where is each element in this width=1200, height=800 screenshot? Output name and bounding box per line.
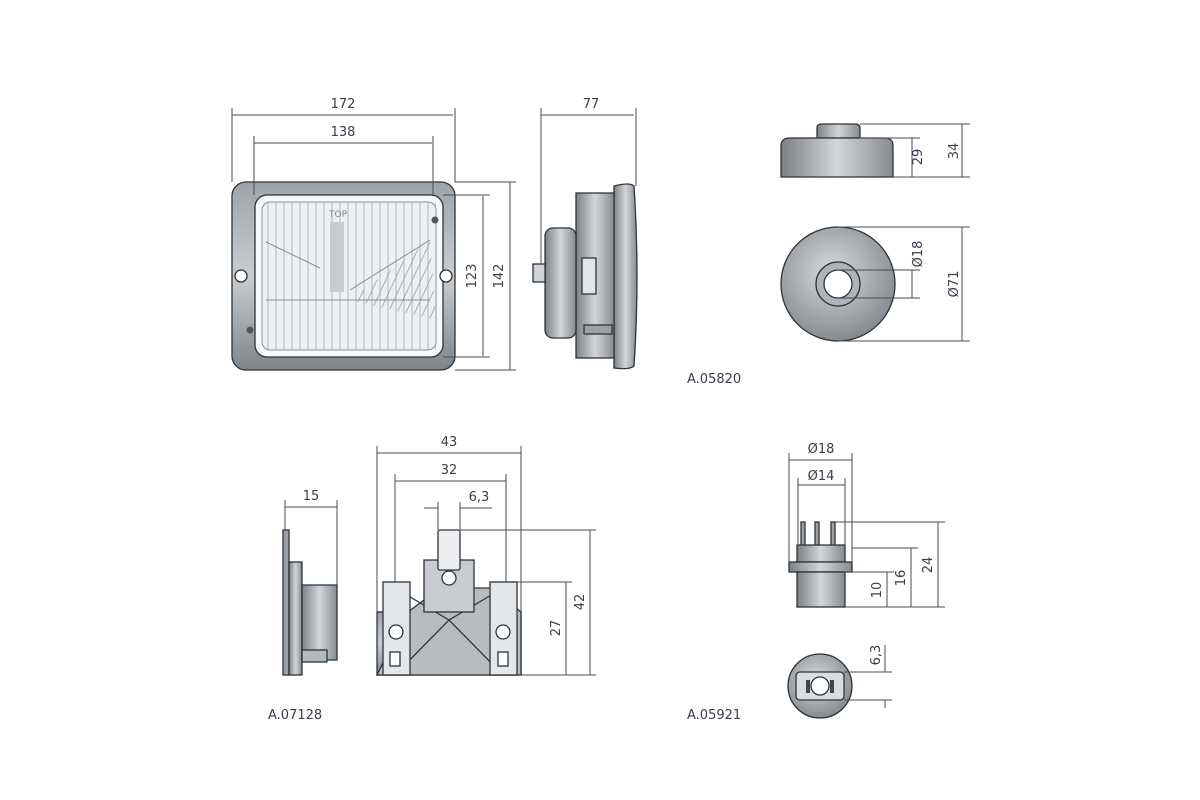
- headlamp-side-view: [532, 183, 638, 370]
- dim-172: 172: [331, 97, 356, 112]
- dim-dia-71: Ø71: [947, 271, 962, 298]
- headlamp-side-dimensions: 77: [540, 97, 637, 264]
- dim-24: 24: [921, 557, 936, 574]
- adjust-screw-icon: [246, 326, 254, 334]
- cap-front-view: Ø18 Ø71: [780, 226, 970, 342]
- dim-dia-18-plug: Ø18: [808, 442, 835, 457]
- plug-bottom-view: 6,3: [787, 645, 892, 719]
- dim-43: 43: [441, 435, 458, 450]
- socket-front-dimensions: 43 32 6,3 27 42: [376, 435, 596, 676]
- dim-142: 142: [492, 264, 507, 289]
- dim-138: 138: [331, 125, 356, 140]
- socket-front-view: [375, 529, 522, 676]
- dim-dia-14: Ø14: [808, 469, 835, 484]
- dim-77: 77: [583, 97, 600, 112]
- dim-123: 123: [465, 264, 480, 289]
- dim-32: 32: [441, 463, 458, 478]
- dim-16: 16: [894, 570, 909, 587]
- mounting-hole-right: [439, 269, 453, 283]
- headlamp-front-dimensions: 172 138 123 142: [231, 97, 516, 371]
- dim-29: 29: [911, 149, 926, 166]
- headlamp-front-view: TOP: [231, 181, 456, 371]
- ref-label-a05921: A.05921: [687, 708, 741, 723]
- dim-15: 15: [303, 489, 320, 504]
- dim-10: 10: [870, 582, 885, 599]
- adjust-screw-icon: [431, 216, 439, 224]
- dim-6-3-plug: 6,3: [869, 645, 884, 666]
- plug-side-view: Ø18 Ø14 10 16 24: [788, 442, 945, 608]
- ref-label-a05820: A.05820: [687, 372, 741, 387]
- dim-dia-18: Ø18: [911, 241, 926, 268]
- dim-34: 34: [947, 143, 962, 160]
- ref-label-a07128: A.07128: [268, 708, 322, 723]
- cap-side-view: 29 34: [780, 123, 970, 178]
- dim-27: 27: [549, 620, 564, 637]
- dim-42: 42: [573, 594, 588, 611]
- mounting-hole-left: [234, 269, 248, 283]
- dim-6-3: 6,3: [469, 490, 490, 505]
- lens-top-marking: TOP: [328, 210, 348, 220]
- socket-side-view: 15: [282, 489, 338, 676]
